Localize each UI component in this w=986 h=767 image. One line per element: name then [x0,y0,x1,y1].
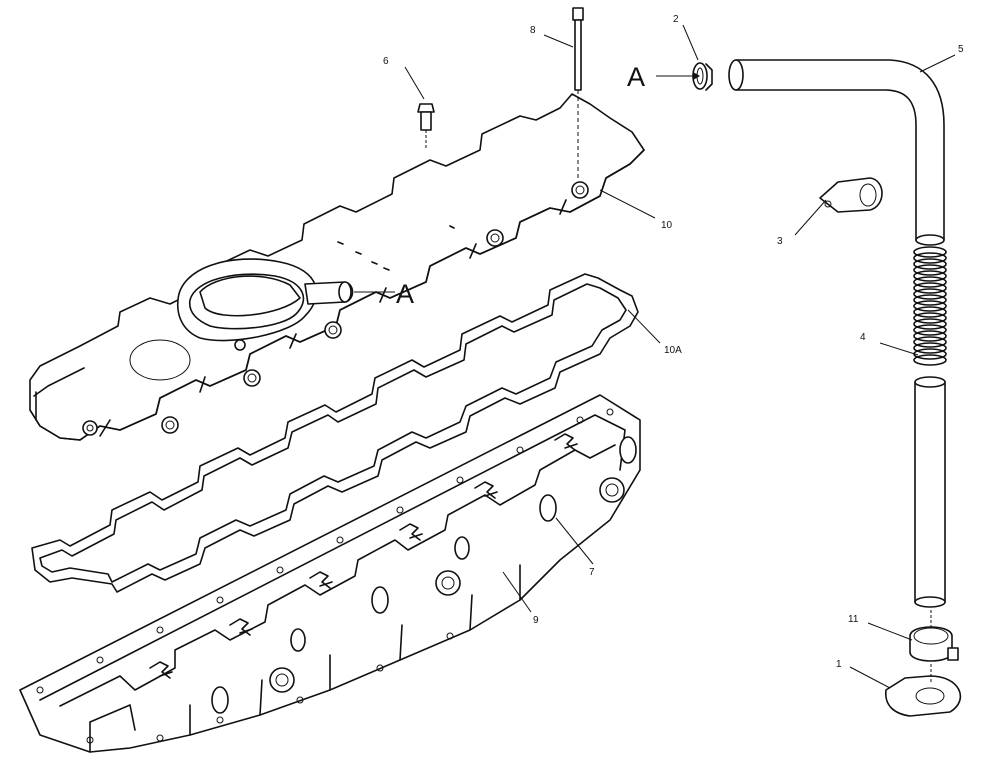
part-4-spring [913,246,947,366]
label-5: 5 [958,44,964,55]
part-9-base-housing [19,394,641,753]
label-3: 3 [777,236,783,247]
part-11-clamp [909,610,959,662]
label-7: 7 [589,567,595,578]
reference-a-top: A [627,62,645,92]
part-8-long-bolt [572,7,584,180]
label-2: 2 [673,14,679,25]
label-9: 9 [533,615,539,626]
arrow-a-top [693,72,700,80]
label-6: 6 [383,56,389,67]
reference-a-cover: A [396,279,414,309]
label-10a: 10A [664,345,682,356]
part-10a-gasket [31,273,639,593]
part-3-clip [819,177,883,213]
part-1-bracket [885,664,962,717]
part-5-hose-elbow [728,59,945,246]
label-11: 11 [848,614,859,625]
part-10-valve-cover [29,93,645,441]
label-10: 10 [661,220,673,231]
label-1: 1 [836,659,842,670]
leader-lines [354,24,956,689]
part-6-bolt [417,103,435,150]
part-5-hose-lower [914,376,946,608]
label-4: 4 [860,332,866,343]
label-8: 8 [530,25,536,36]
